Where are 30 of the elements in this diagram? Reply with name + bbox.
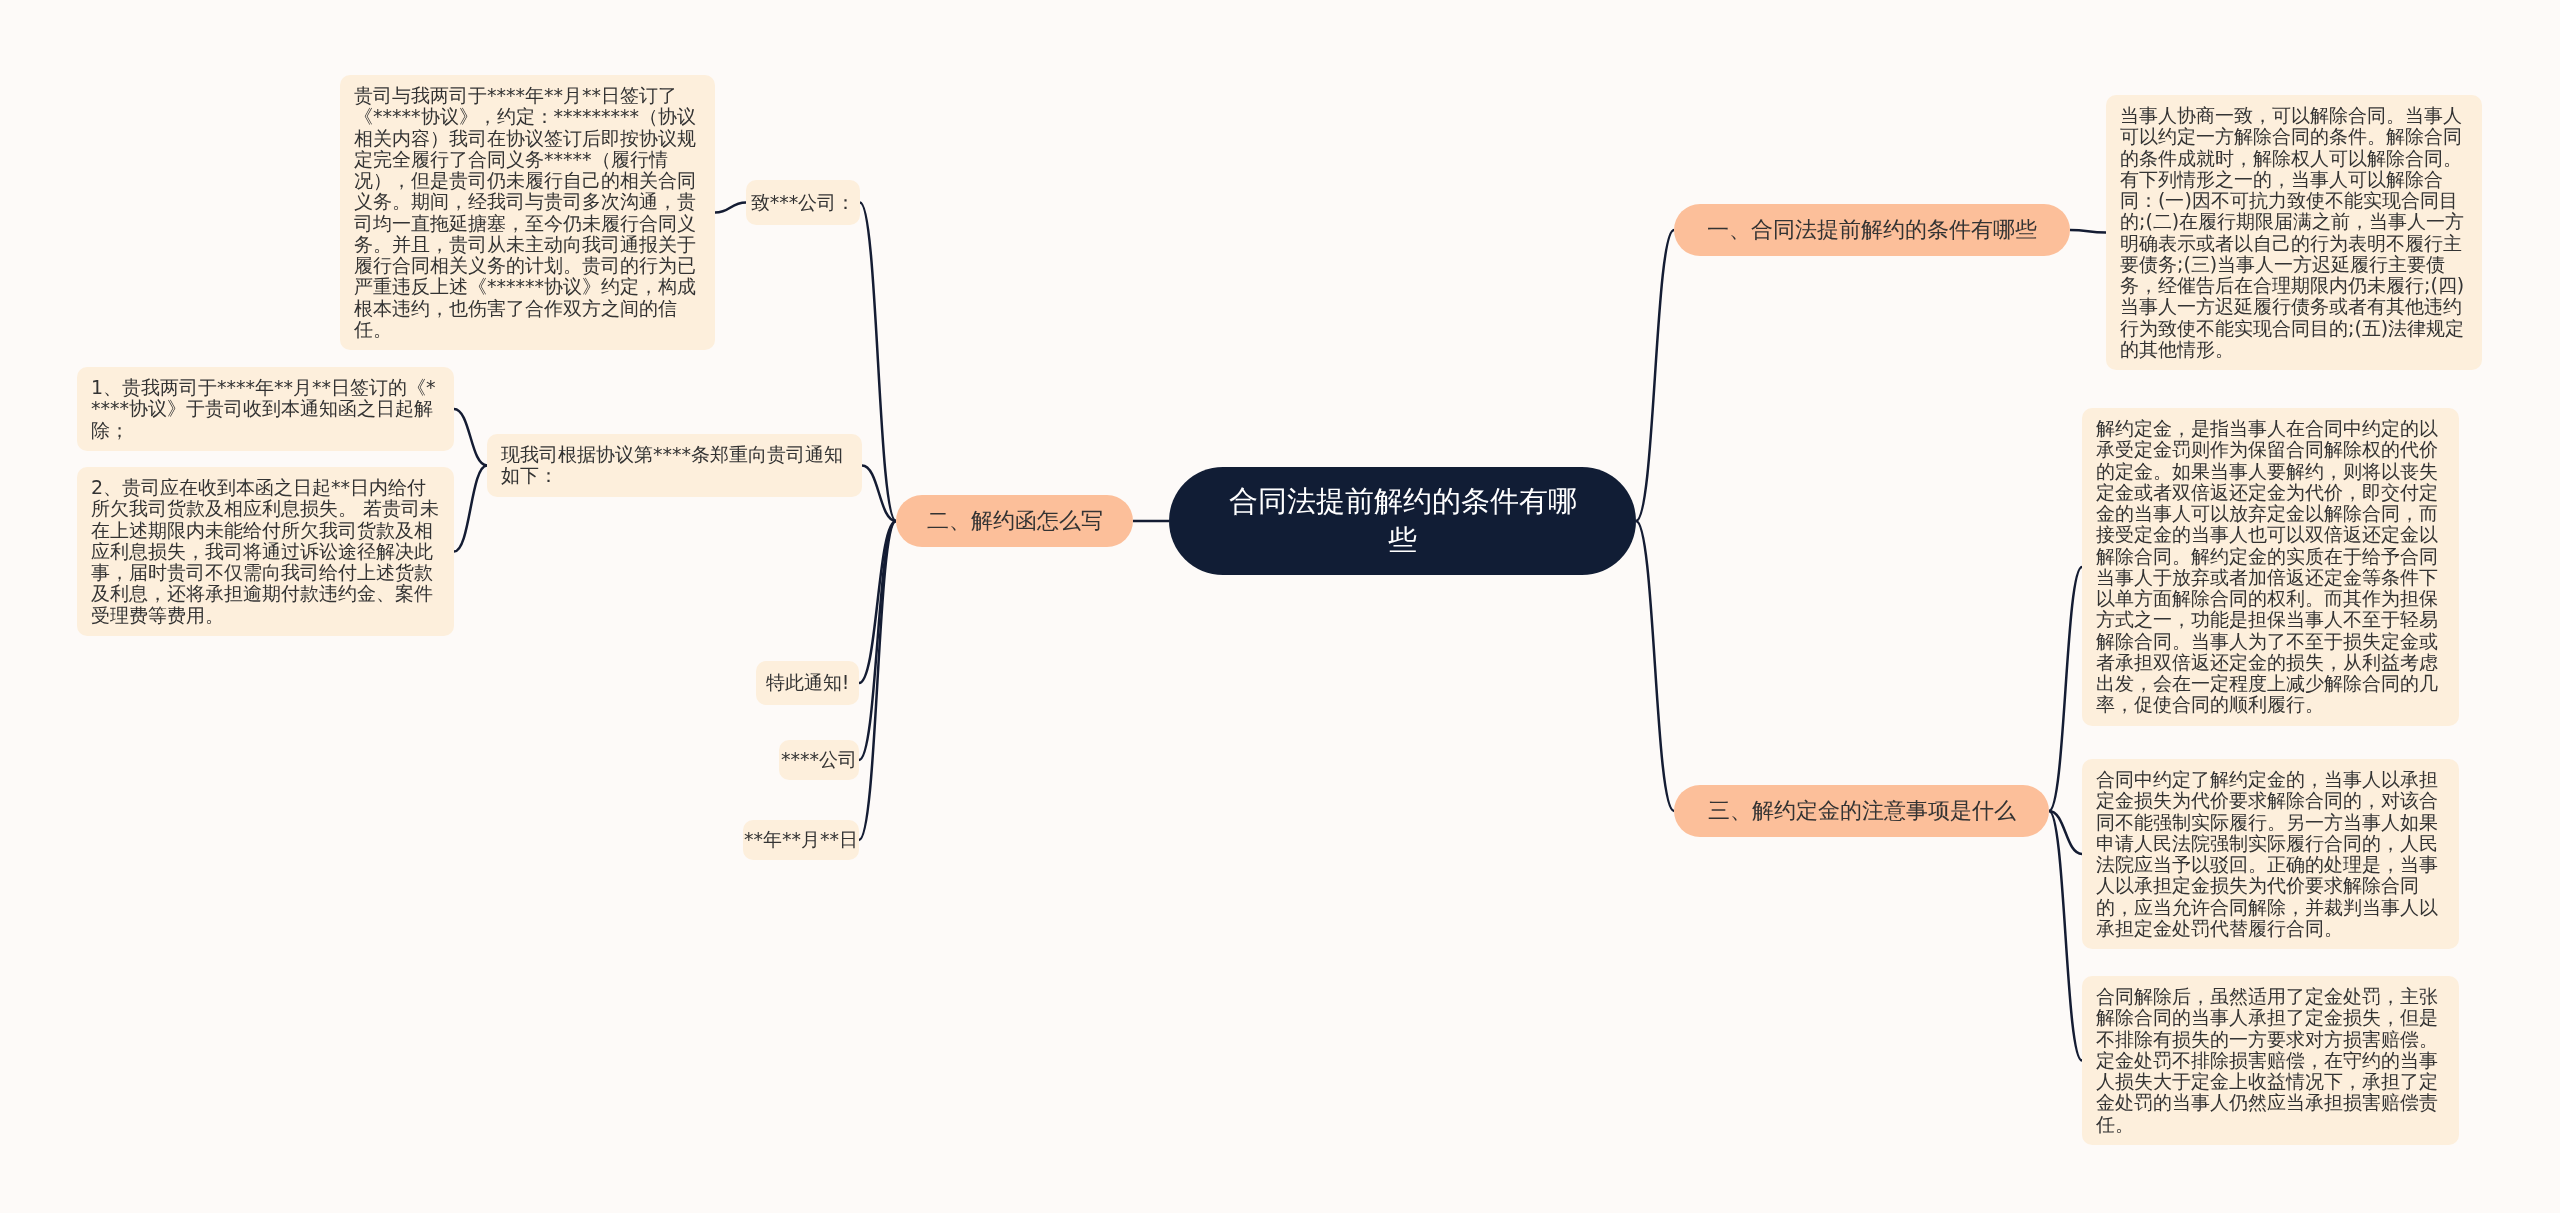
connector xyxy=(858,201,898,522)
connector xyxy=(2048,810,2083,1062)
connector xyxy=(1635,229,1675,522)
text-box: 贵司与我两司于****年**月**日签订了《*****协议》，约定：*********（协议相关内容）我司在协议签订后即按协议规定完全履行了合同义务*****（履行情况），但是贵司仍未履行自己的相关合同义务。期间，经我司与贵司多次沟通，贵司均一直拖延搪塞，至今仍未履行合同义务。并且，贵司从未主动向我司通报关于履行合同相关义务的计划。贵司的行为已严重违反上述《******协议》约定，构成根本违约，也伤害了合作双方之间的信任。 xyxy=(340,75,715,351)
text-box: 1、贵我两司于****年**月**日签订的《*****协议》于贵司收到本通知函之日起解除； xyxy=(77,367,454,451)
connector xyxy=(1133,519,1169,523)
central-topic: 合同法提前解约的条件有哪些 xyxy=(1169,467,1636,575)
connector xyxy=(2048,566,2083,812)
text-box: 合同解除后，虽然适用了定金处罚，主张解除合同的当事人承担了定金损失，但是不排除有损失的一方要求对方损害赔偿。定金处罚不排除损害赔偿，在守约的当事人损失大于定金上收益情况下，承担了定金处罚的当事人仍然应当承担损害赔偿责任。 xyxy=(2082,976,2459,1145)
text-box: **年**月**日 xyxy=(743,820,859,860)
topic-box: 一、合同法提前解约的条件有哪些 xyxy=(1674,204,2070,256)
topic-box: 三、解约定金的注意事项是什么 xyxy=(1674,785,2049,837)
connector xyxy=(2070,228,2106,234)
text-box: 合同中约定了解约定金的，当事人以承担定金损失为代价要求解除合同的，对该合同不能强制实际履行。另一方当事人如果申请人民法院强制实际履行合同的，人民法院应当予以驳回。正确的处理是，当事人以承担定金损失为代价要求解除合同的，应当允许合同解除，并裁判当事人以承担定金处罚代替履行合同。 xyxy=(2082,759,2459,950)
connector xyxy=(453,407,488,467)
text-box: 当事人协商一致，可以解除合同。当事人可以约定一方解除合同的条件。解除合同的条件成就时，解除权人可以解除合同。有下列情形之一的，当事人可以解除合同：(一)因不可抗力致使不能实现合同目的;(二)在履行期限届满之前，当事人一方明确表示或者以自己的行为表明不履行主要债务;(三)当事人一方迟延履行主要债务，经催告后在合理期限内仍未履行;(四)当事人一方迟延履行债务或者有其他违约行为致使不能实现合同目的;(五)法律规定的其他情形。 xyxy=(2106,95,2482,371)
topic-box: 二、解约函怎么写 xyxy=(896,495,1133,547)
text-box: ****公司 xyxy=(779,740,859,780)
connector xyxy=(1635,520,1675,812)
text-box: 特此通知! xyxy=(756,661,859,705)
connector xyxy=(857,520,898,841)
connector xyxy=(858,520,897,761)
connector xyxy=(714,201,747,214)
connector xyxy=(453,464,488,553)
text-box: 2、贵司应在收到本函之日起**日内给付所欠我司货款及相应利息损失。 若贵司未在上述期限内未能给付所欠我司货款及相应利息损失，我司将通过诉讼途径解决此事，届时贵司不仅需向我司给付上述货款及利息，还将承担逾期付款违约金、案件受理费等费用。 xyxy=(77,467,454,636)
text-box: 现我司根据协议第****条郑重向贵司通知如下： xyxy=(487,434,862,497)
text-box: 致***公司： xyxy=(746,180,860,225)
text-box: 解约定金，是指当事人在合同中约定的以承受定金罚则作为保留合同解除权的代价的定金。如果当事人要解约，则将以丧失定金或者双倍返还定金为代价，即交付定金的当事人可以放弃定金以解除合同，而接受定金的当事人也可以双倍返还定金以解除合同。解约定金的实质在于给予合同当事人于放弃或者加倍返还定金等条件下以单方面解除合同的权利。而其作为担保方式之一，功能是担保当事人不至于轻易解除合同。当事人为了不至于损失定金或者承担双倍返还定金的损失，从利益考虑出发，会在一定程度上减少解除合同的几率，促使合同的顺利履行。 xyxy=(2082,408,2459,726)
connector xyxy=(2048,809,2083,856)
connector xyxy=(861,464,897,523)
